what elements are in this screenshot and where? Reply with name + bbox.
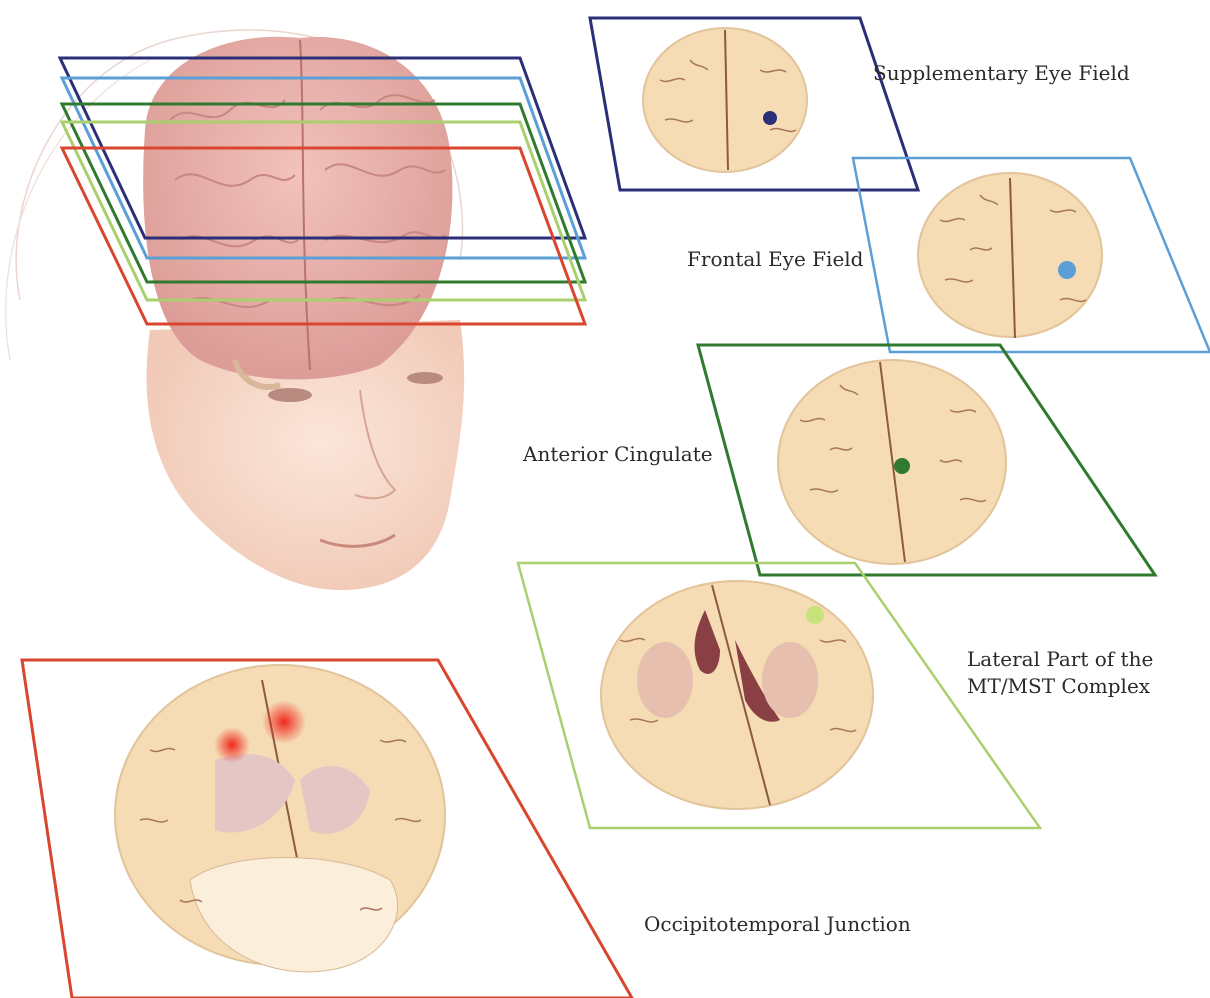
label-supplementary-eye-field: Supplementary Eye Field (873, 60, 1130, 86)
label-mt-mst-line2: MT/MST Complex (967, 673, 1153, 700)
head-illustration (6, 30, 464, 590)
label-mt-mst-complex: Lateral Part of the MT/MST Complex (967, 646, 1153, 700)
label-anterior-cingulate: Anterior Cingulate (523, 441, 713, 467)
left-eye (268, 388, 312, 402)
slice-anterior-cingulate (698, 345, 1155, 575)
basal-ganglia-right-mt (762, 642, 818, 718)
slice-frontal-eye-field (853, 158, 1210, 352)
basal-ganglia-left-mt (637, 642, 693, 718)
fef-activation (1058, 261, 1076, 279)
brain (143, 37, 452, 380)
ac-activation (894, 458, 910, 474)
sef-activation (763, 111, 777, 125)
otj-activation-left (214, 727, 250, 763)
right-eye (407, 372, 443, 384)
label-mt-mst-line1: Lateral Part of the (967, 646, 1153, 673)
slice-supplementary-eye-field (590, 18, 918, 190)
otj-activation-right (262, 700, 306, 744)
label-occipitotemporal-junction: Occipitotemporal Junction (644, 911, 911, 937)
mt-activation (806, 606, 824, 624)
slice-mt-mst (518, 563, 1040, 828)
slice-occipitotemporal (22, 660, 632, 998)
label-frontal-eye-field: Frontal Eye Field (687, 246, 863, 272)
